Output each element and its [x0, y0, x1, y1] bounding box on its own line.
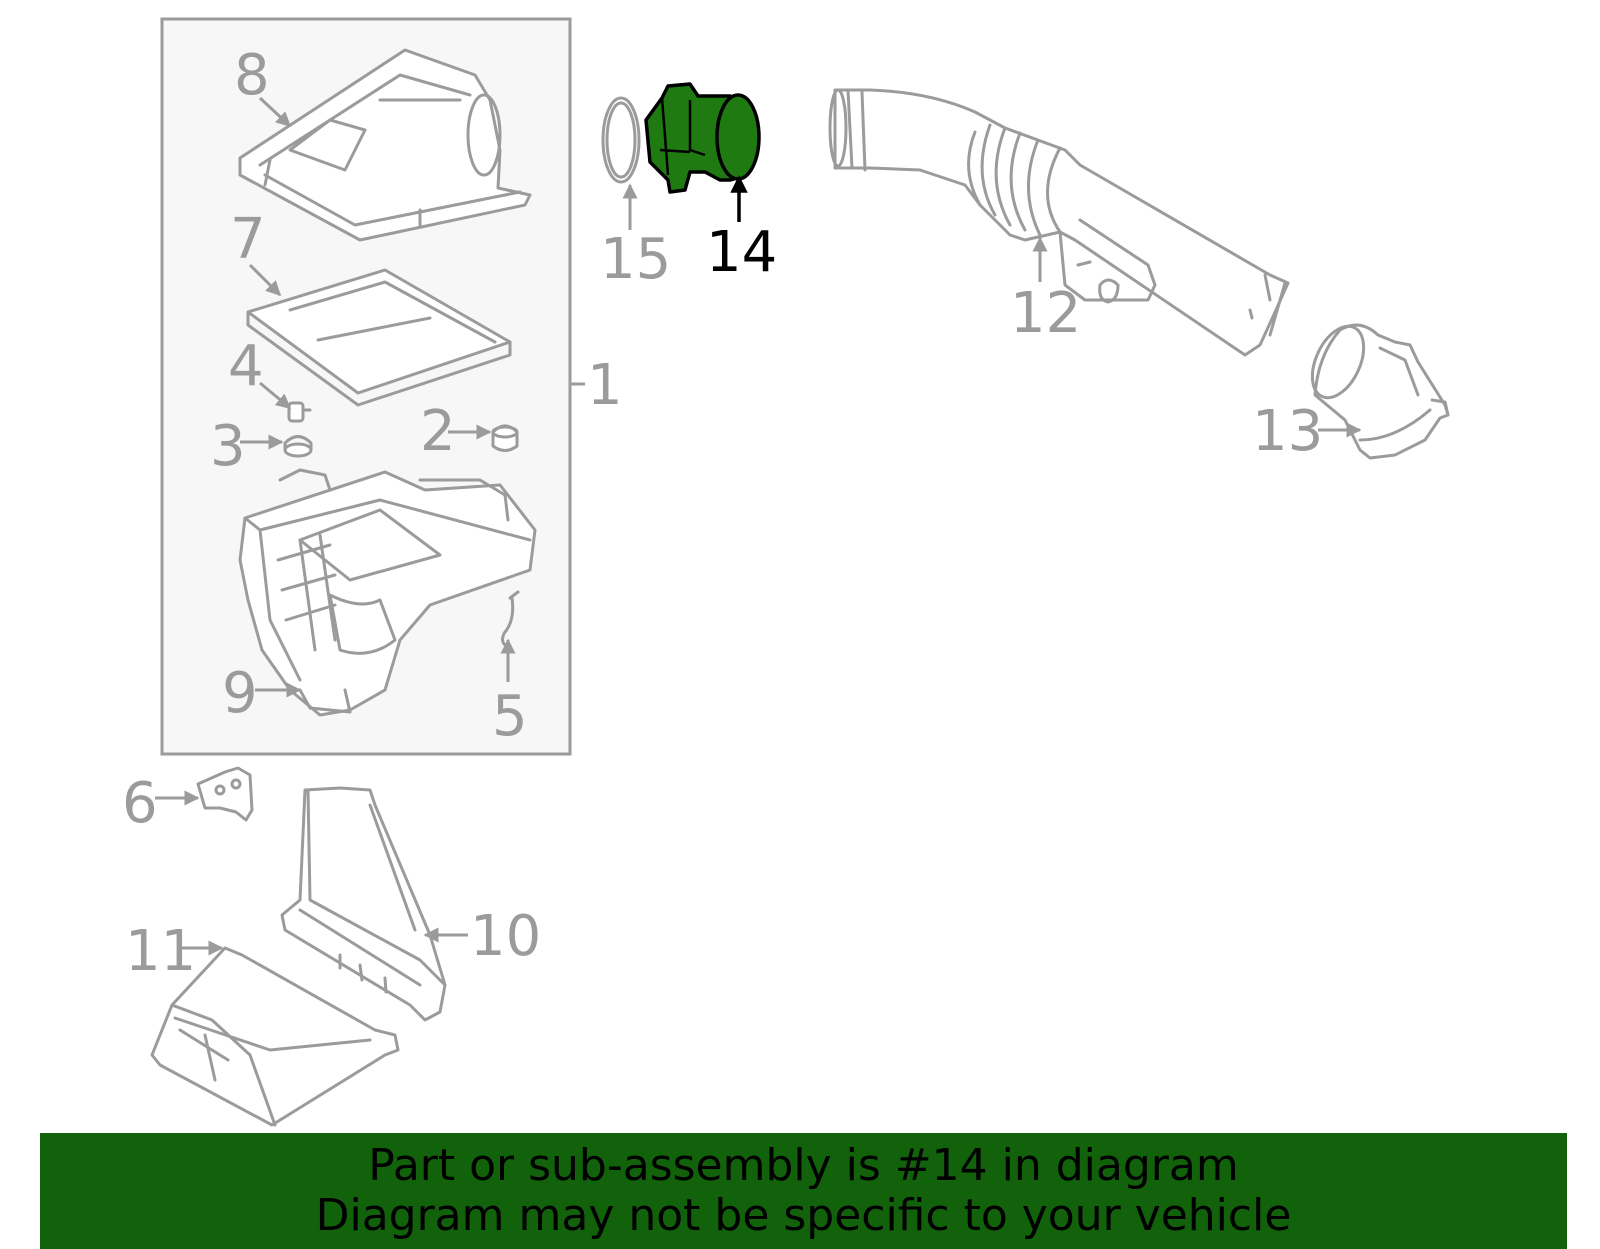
part-9-lower-housing[interactable]: [238, 468, 537, 717]
callout-4: 4: [228, 334, 264, 399]
callout-15: 15: [600, 227, 671, 292]
callout-3: 3: [210, 414, 246, 479]
callout-14: 14: [706, 220, 777, 285]
banner-line-part-number: Part or sub-assembly is #14 in diagram: [368, 1140, 1239, 1191]
part-3-grommet[interactable]: [283, 435, 313, 458]
callout-1: 1: [587, 353, 623, 418]
banner-line-disclaimer: Diagram may not be specific to your vehi…: [315, 1190, 1292, 1241]
part-11-lower-duct[interactable]: [150, 946, 400, 1127]
info-banner: Part or sub-assembly is #14 in diagram D…: [40, 1133, 1567, 1249]
part-12-intake-tube[interactable]: [828, 88, 1290, 357]
part-4-clip[interactable]: [287, 401, 312, 423]
callout-13: 13: [1252, 399, 1323, 464]
callout-labels: 1 2 3 4 5 6 7 8 9 10 11 12 13 14 15: [122, 43, 1323, 984]
callout-8: 8: [234, 43, 270, 108]
callout-7: 7: [230, 207, 266, 272]
callout-10: 10: [470, 904, 541, 969]
part-10-intake-duct[interactable]: [280, 786, 447, 1022]
leader-lines: [155, 96, 1362, 956]
callout-12: 12: [1010, 281, 1081, 346]
part-8-upper-cover[interactable]: [238, 48, 532, 242]
part-2-grommet[interactable]: [491, 424, 519, 452]
part-13-elbow[interactable]: [1302, 318, 1450, 460]
callout-9: 9: [222, 661, 258, 726]
callout-2: 2: [420, 399, 456, 464]
callout-11: 11: [125, 919, 196, 984]
part-7-filter-element[interactable]: [246, 268, 512, 407]
part-14-mass-air-flow-sensor[interactable]: [644, 82, 761, 194]
callout-5: 5: [492, 684, 528, 749]
callout-6: 6: [122, 771, 158, 836]
part-6-bracket[interactable]: [196, 766, 254, 822]
part-15-seal-ring[interactable]: [601, 96, 641, 184]
